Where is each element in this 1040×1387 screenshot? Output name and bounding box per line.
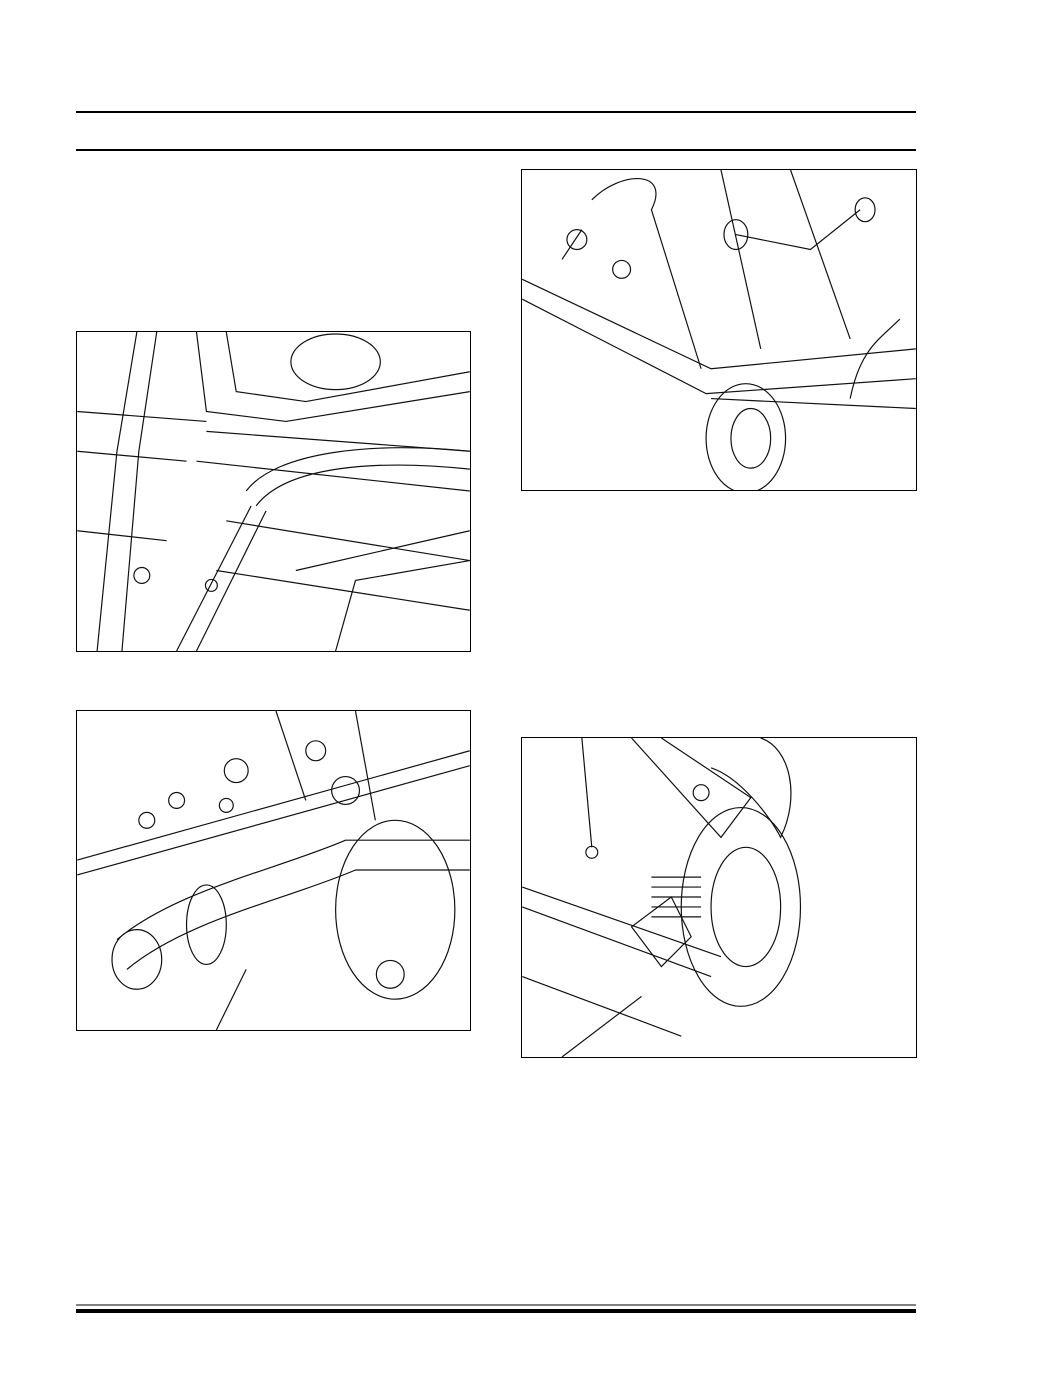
underbody-illustration bbox=[77, 332, 470, 651]
rear-wheel-illustration bbox=[522, 738, 802, 1057]
figure-underbody-exhaust-pipe bbox=[76, 331, 471, 652]
figure-engine-exhaust-manifold bbox=[76, 710, 471, 1031]
header-rule-top bbox=[76, 111, 916, 113]
figure-underbody-rear-suspension bbox=[521, 169, 917, 491]
footer-rule-thin bbox=[76, 1304, 916, 1306]
footer-rule-thick bbox=[76, 1309, 916, 1313]
header-rule-bottom bbox=[76, 149, 916, 151]
figure-rear-wheel-shock-spring bbox=[521, 737, 917, 1058]
rear-underbody-illustration bbox=[522, 170, 916, 490]
manifold-illustration bbox=[77, 711, 470, 1030]
